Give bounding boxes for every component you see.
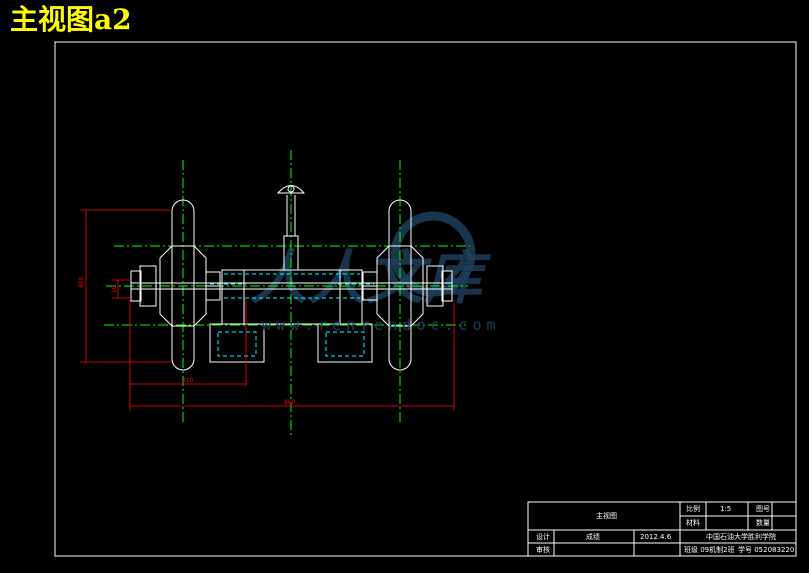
tb-qty-label: 数量 [756, 519, 770, 527]
tb-date: 2012.4.6 [640, 533, 672, 541]
left-wheel-assembly [130, 199, 221, 371]
push-handle [276, 185, 306, 271]
watermark-chars: 人人文库 [250, 244, 492, 312]
hidden-lines [210, 273, 374, 357]
watermark-url: www.renrendoc.com [262, 316, 501, 334]
tb-school: 中国石油大学胜利学院 [706, 533, 776, 541]
drawing-border [54, 41, 797, 557]
dim-total-width-text: 860 [284, 399, 296, 406]
tb-scale-label: 比例 [686, 505, 700, 513]
dimension-lines [80, 209, 455, 410]
dim-center-width-text: 310 [182, 377, 194, 384]
dim-height-text: 400 [78, 276, 85, 288]
tb-sheet-label: 图号 [756, 505, 770, 513]
tb-drawing-name: 主视图 [596, 512, 617, 520]
main-shaft [131, 282, 452, 290]
tb-material-label: 材料 [686, 519, 700, 527]
dim-offset-text: 10 [111, 285, 118, 293]
tb-checker-label: 审核 [536, 546, 550, 554]
dimension-texts: 400 10 310 860 [78, 276, 296, 406]
watermark-logo [390, 211, 476, 297]
tb-designer: 成绩 [586, 533, 600, 541]
title-block-grid [527, 501, 797, 557]
tb-scale-value: 1:5 [720, 505, 732, 513]
right-wheel-assembly [362, 199, 453, 371]
tb-class-info: 班级 09机制2班 [684, 546, 735, 554]
tb-designer-label: 设计 [536, 533, 550, 541]
tb-student-id: 学号 052083220 [738, 546, 795, 554]
page-title: 主视图a2 [10, 3, 132, 36]
